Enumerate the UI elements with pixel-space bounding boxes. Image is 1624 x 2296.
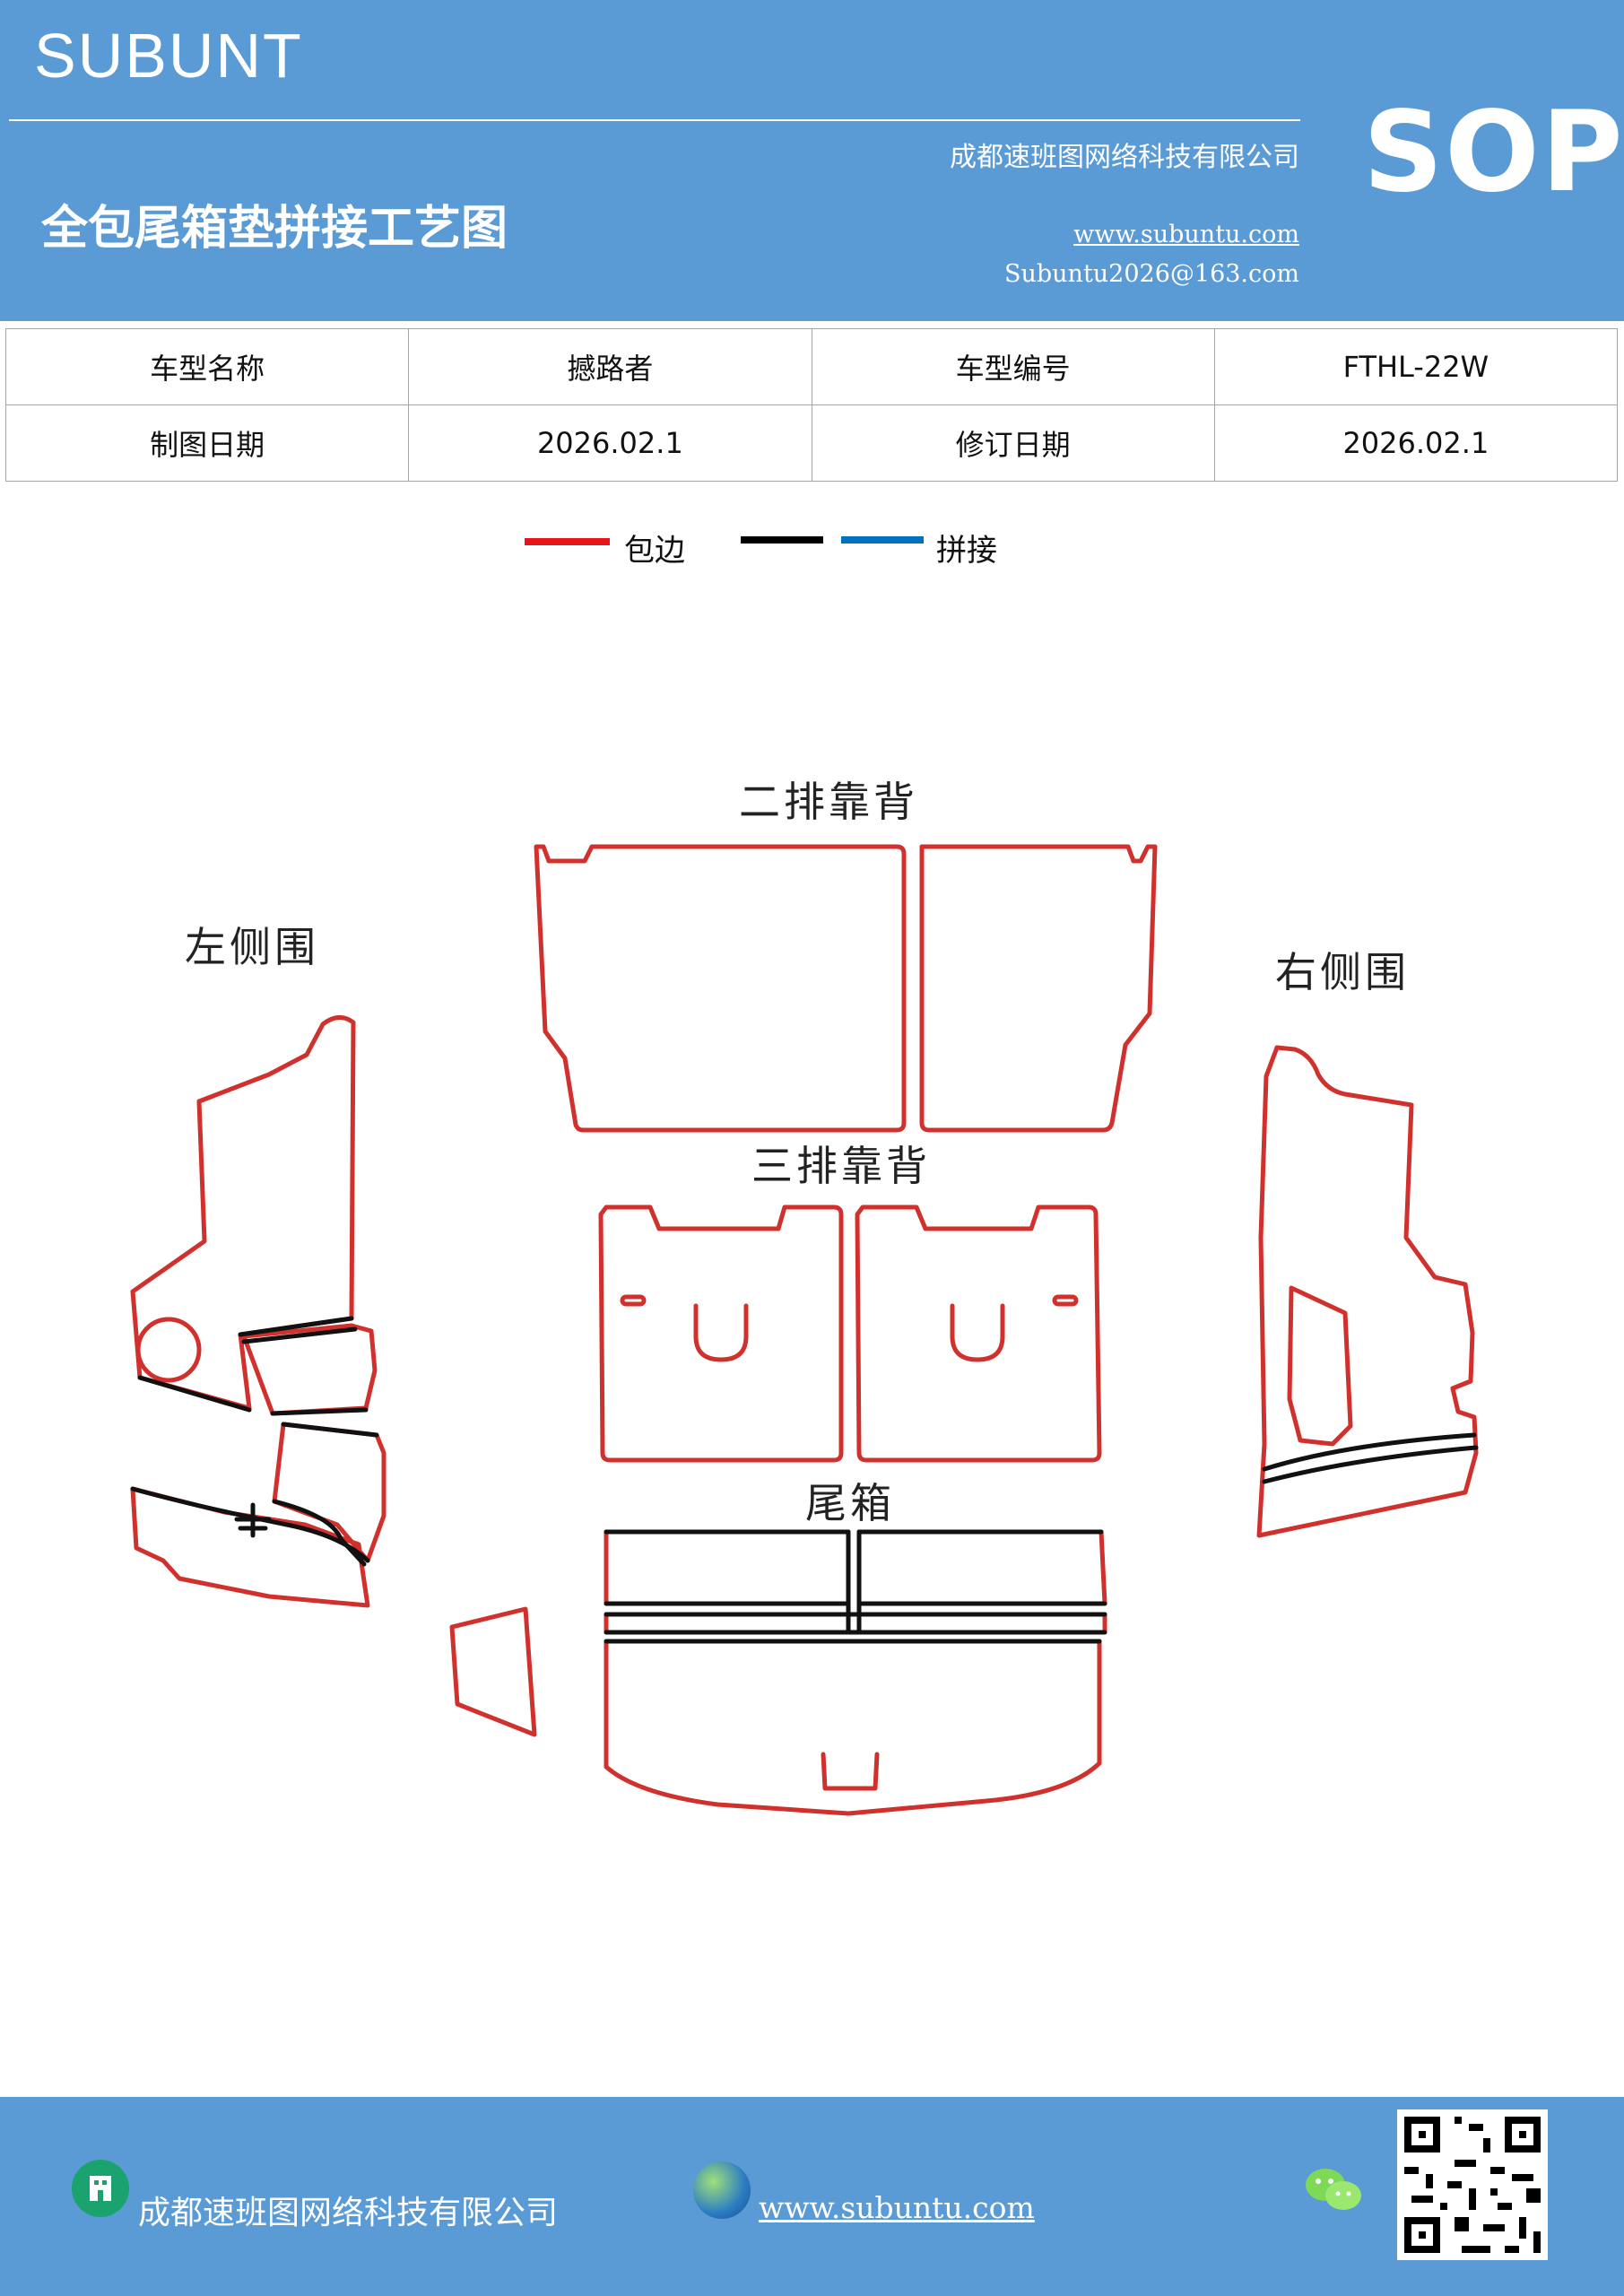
sop-badge: SOP: [1363, 88, 1624, 217]
trunk-front-left-panel: [604, 1529, 851, 1606]
company-name: 成都速班图网络科技有限公司: [950, 142, 1299, 173]
slot-left: [620, 1294, 647, 1307]
left-small-piece: [449, 1606, 537, 1737]
brand-name: SUBUNT: [34, 21, 303, 91]
table-cell: 车型编号: [811, 328, 1215, 405]
left-wheel-arch-hole: [135, 1317, 202, 1383]
legend-swatch-blue: [841, 536, 924, 544]
seam-left-lower-b: [272, 1499, 367, 1567]
table-cell: 制图日期: [4, 404, 410, 482]
seam-left-pad-top: [238, 1316, 354, 1337]
legend-swatch-red: [525, 538, 610, 545]
label-left-side: 左侧围: [185, 923, 319, 971]
second-row-right-panel: [919, 844, 1158, 1133]
qr-code: [1397, 2109, 1548, 2260]
seam-left-upper: [137, 1375, 252, 1413]
page-title: 全包尾箱垫拼接工艺图: [41, 201, 508, 256]
table-cell: 2026.02.1: [1213, 404, 1619, 482]
third-row-right-panel: [855, 1205, 1102, 1463]
trunk-middle-strip: [604, 1612, 1107, 1635]
label-third-row: 三排靠背: [751, 1142, 931, 1190]
table-cell: 车型名称: [4, 328, 410, 405]
seam-left-pad-inner: [241, 1326, 358, 1344]
footer-website-link[interactable]: www.subuntu.com: [759, 2190, 1035, 2225]
label-trunk: 尾箱: [805, 1479, 895, 1527]
left-side-wall-mid: [272, 1422, 386, 1563]
third-row-left-panel: [598, 1205, 844, 1463]
left-side-wall-lower: [130, 1486, 370, 1608]
seam-trunk-center: [846, 1529, 862, 1635]
right-side-wall-cutout: [1287, 1285, 1353, 1447]
seam-right-a: [1262, 1432, 1477, 1472]
legend-label-seam: 拼接: [936, 533, 997, 569]
seam-left-text-mark: [234, 1502, 272, 1538]
headrest-cutout-left: [693, 1303, 749, 1362]
slot-right: [1052, 1294, 1079, 1307]
building-icon: [72, 2160, 129, 2217]
seam-left-pad-bottom: [270, 1407, 369, 1416]
table-row: 车型名称 撼路者 车型编号 FTHL-22W: [4, 328, 1619, 405]
second-row-left-panel: [534, 844, 907, 1133]
trunk-main-panel: [604, 1639, 1102, 1816]
headrest-cutout-right: [950, 1303, 1005, 1362]
header-banner: SUBUNT 成都速班图网络科技有限公司 全包尾箱垫拼接工艺图 www.subu…: [0, 0, 1624, 321]
table-cell: 2026.02.1: [408, 404, 812, 482]
globe-icon: [693, 2161, 751, 2219]
table-cell: 修订日期: [811, 404, 1215, 482]
seam-trunk-3: [604, 1612, 1107, 1635]
legend-swatch-black: [741, 536, 823, 544]
trunk-front-right-panel: [856, 1529, 1107, 1606]
label-second-row: 二排靠背: [739, 778, 918, 826]
vehicle-info-table: 车型名称 撼路者 车型编号 FTHL-22W 制图日期 2026.02.1 修订…: [4, 328, 1619, 482]
email-address: Subuntu2026@163.com: [1004, 260, 1299, 288]
left-side-wall-upper: [130, 1015, 356, 1411]
label-right-side: 右侧围: [1275, 948, 1410, 996]
legend-label-edge: 包边: [624, 533, 685, 569]
seam-left-mid-top: [281, 1422, 379, 1438]
seam-right-b: [1262, 1445, 1479, 1484]
table-cell: 撼路者: [408, 328, 812, 405]
wechat-icon[interactable]: [1302, 2163, 1365, 2217]
footer-company-name: 成都速班图网络科技有限公司: [138, 2195, 559, 2231]
header-divider: [9, 119, 1300, 121]
footer-banner: 成都速班图网络科技有限公司 www.subuntu.com: [0, 2097, 1624, 2296]
table-row: 制图日期 2026.02.1 修订日期 2026.02.1: [4, 404, 1619, 482]
table-cell: FTHL-22W: [1213, 328, 1619, 405]
website-link[interactable]: www.subuntu.com: [1073, 221, 1299, 248]
trunk-hook-notch: [821, 1752, 880, 1791]
